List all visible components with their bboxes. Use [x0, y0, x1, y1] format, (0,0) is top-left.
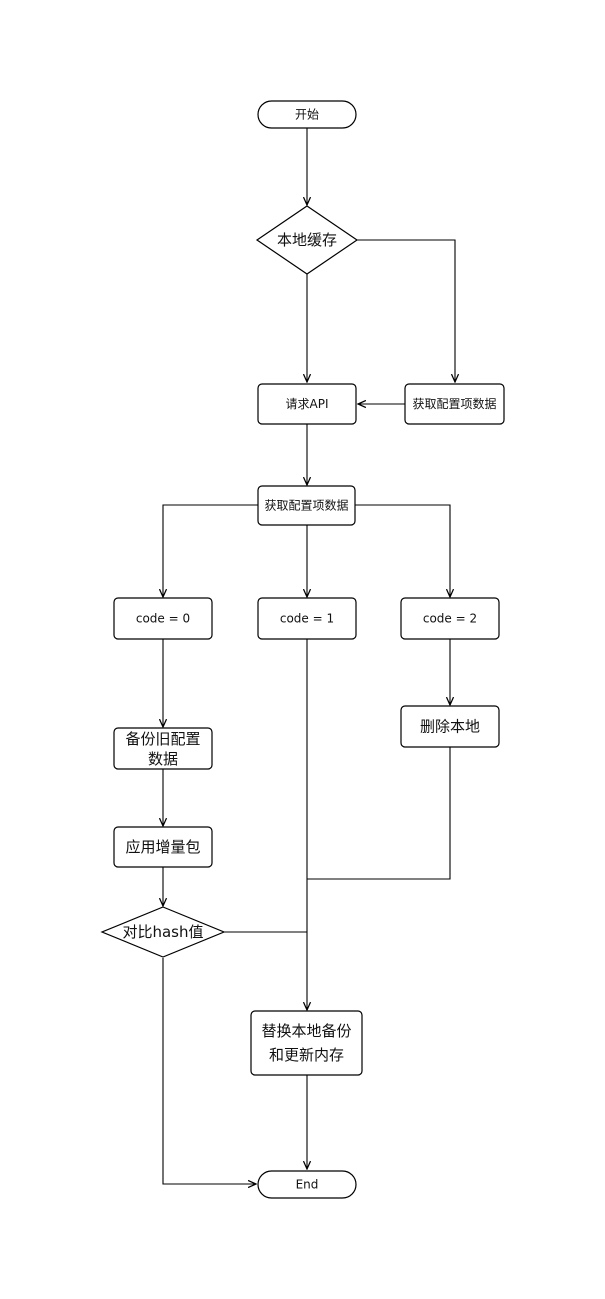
edge-delete-to-merge [307, 747, 451, 880]
code1-label: code = 1 [280, 612, 334, 626]
replace-label-line1: 替换本地备份 [261, 1022, 351, 1040]
node-request-api: 请求API [257, 383, 357, 425]
backup-label-line1: 备份旧配置 [125, 730, 200, 748]
code0-label: code = 0 [136, 612, 190, 626]
start-label: 开始 [295, 108, 319, 122]
node-end: End [257, 1170, 357, 1199]
request-api-label: 请求API [286, 397, 329, 411]
edges [163, 128, 455, 1184]
end-label: End [296, 1178, 319, 1192]
compare-hash-label: 对比hash值 [122, 923, 203, 941]
replace-label-line2: 和更新内存 [269, 1046, 344, 1064]
edge-hash-to-end [162, 958, 256, 1184]
node-delete-local: 删除本地 [400, 705, 500, 748]
node-apply-patch: 应用增量包 [113, 826, 213, 868]
edge-cache-to-fetch-right [357, 239, 455, 382]
fetch-config-right-label: 获取配置项数据 [412, 396, 496, 411]
backup-label-line2: 数据 [148, 750, 178, 768]
apply-patch-label: 应用增量包 [125, 838, 200, 856]
node-code0: code = 0 [113, 597, 213, 640]
code2-label: code = 2 [423, 612, 477, 626]
delete-local-label: 删除本地 [420, 718, 480, 736]
edge-fetch-to-code0 [163, 504, 258, 597]
local-cache-label: 本地缓存 [277, 231, 337, 249]
node-fetch-config-main: 获取配置项数据 [257, 485, 356, 526]
fetch-config-main-label: 获取配置项数据 [264, 498, 348, 513]
node-code2: code = 2 [400, 597, 500, 640]
edge-fetch-to-code2 [355, 504, 450, 597]
node-backup-old-config: 备份旧配置 数据 [113, 727, 213, 770]
node-start: 开始 [257, 100, 357, 129]
node-compare-hash-decision: 对比hash值 [100, 906, 226, 958]
node-code1: code = 1 [257, 597, 357, 640]
node-local-cache-decision: 本地缓存 [255, 205, 359, 275]
node-fetch-config-right: 获取配置项数据 [404, 383, 505, 425]
node-replace-backup: 替换本地备份 和更新内存 [250, 1010, 363, 1076]
